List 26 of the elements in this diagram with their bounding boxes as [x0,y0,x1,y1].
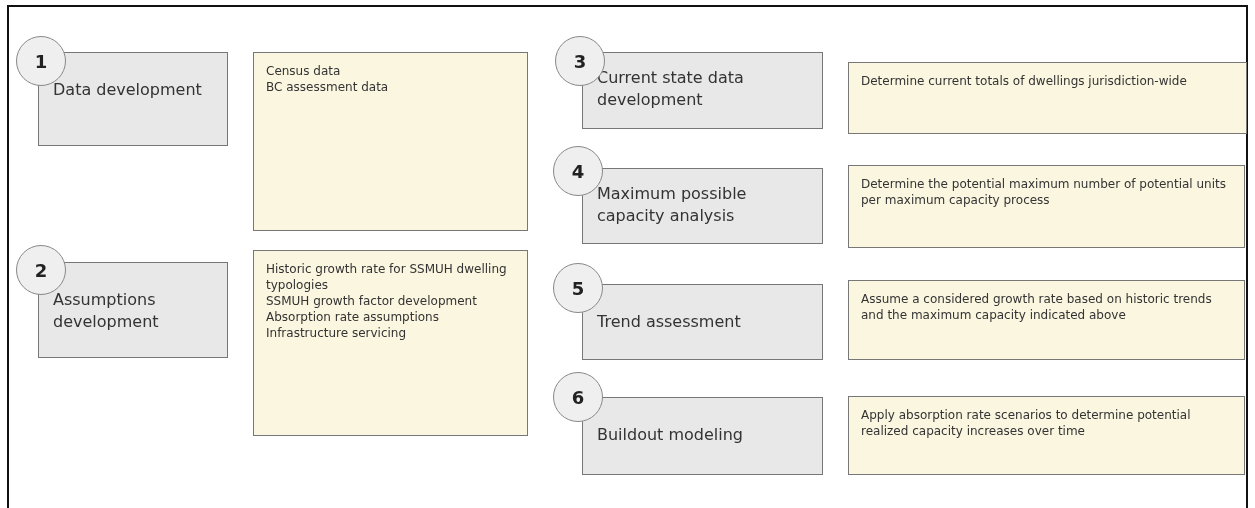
step-box [38,262,228,358]
step-box [38,52,228,146]
description-text: Historic growth rate for SSMUH dwelling typologies [266,261,508,293]
description-box [848,280,1245,360]
description-text: Assume a considered growth rate based on historic trends and the maximum capacity indicated above [861,291,1213,323]
step-box [582,397,823,475]
description-text: Determine the potential maximum number of potential units per maximum capacity process [861,176,1227,208]
description-box [253,250,528,436]
step-title: Current state data development [597,67,745,111]
description-text: Apply absorption rate scenarios to determine potential realized capacity increases over time [861,407,1192,439]
description-text: BC assessment data [266,79,390,95]
description-box [848,62,1247,134]
step-title: Trend assessment [597,311,742,333]
step-box [582,168,823,244]
description-text: Determine current totals of dwellings jurisdiction-wide [861,73,1188,89]
description-box [848,165,1245,248]
description-text: Census data [266,63,342,79]
description-text: Infrastructure servicing [266,325,408,341]
step-box [582,284,823,360]
description-text: Absorption rate assumptions [266,309,440,325]
description-box [253,52,528,231]
description-box [848,396,1245,475]
step-title: Buildout modeling [597,424,744,446]
step-number: 6 [553,372,603,422]
description-text: SSMUH growth factor development [266,293,478,309]
step-number: 5 [553,263,603,313]
